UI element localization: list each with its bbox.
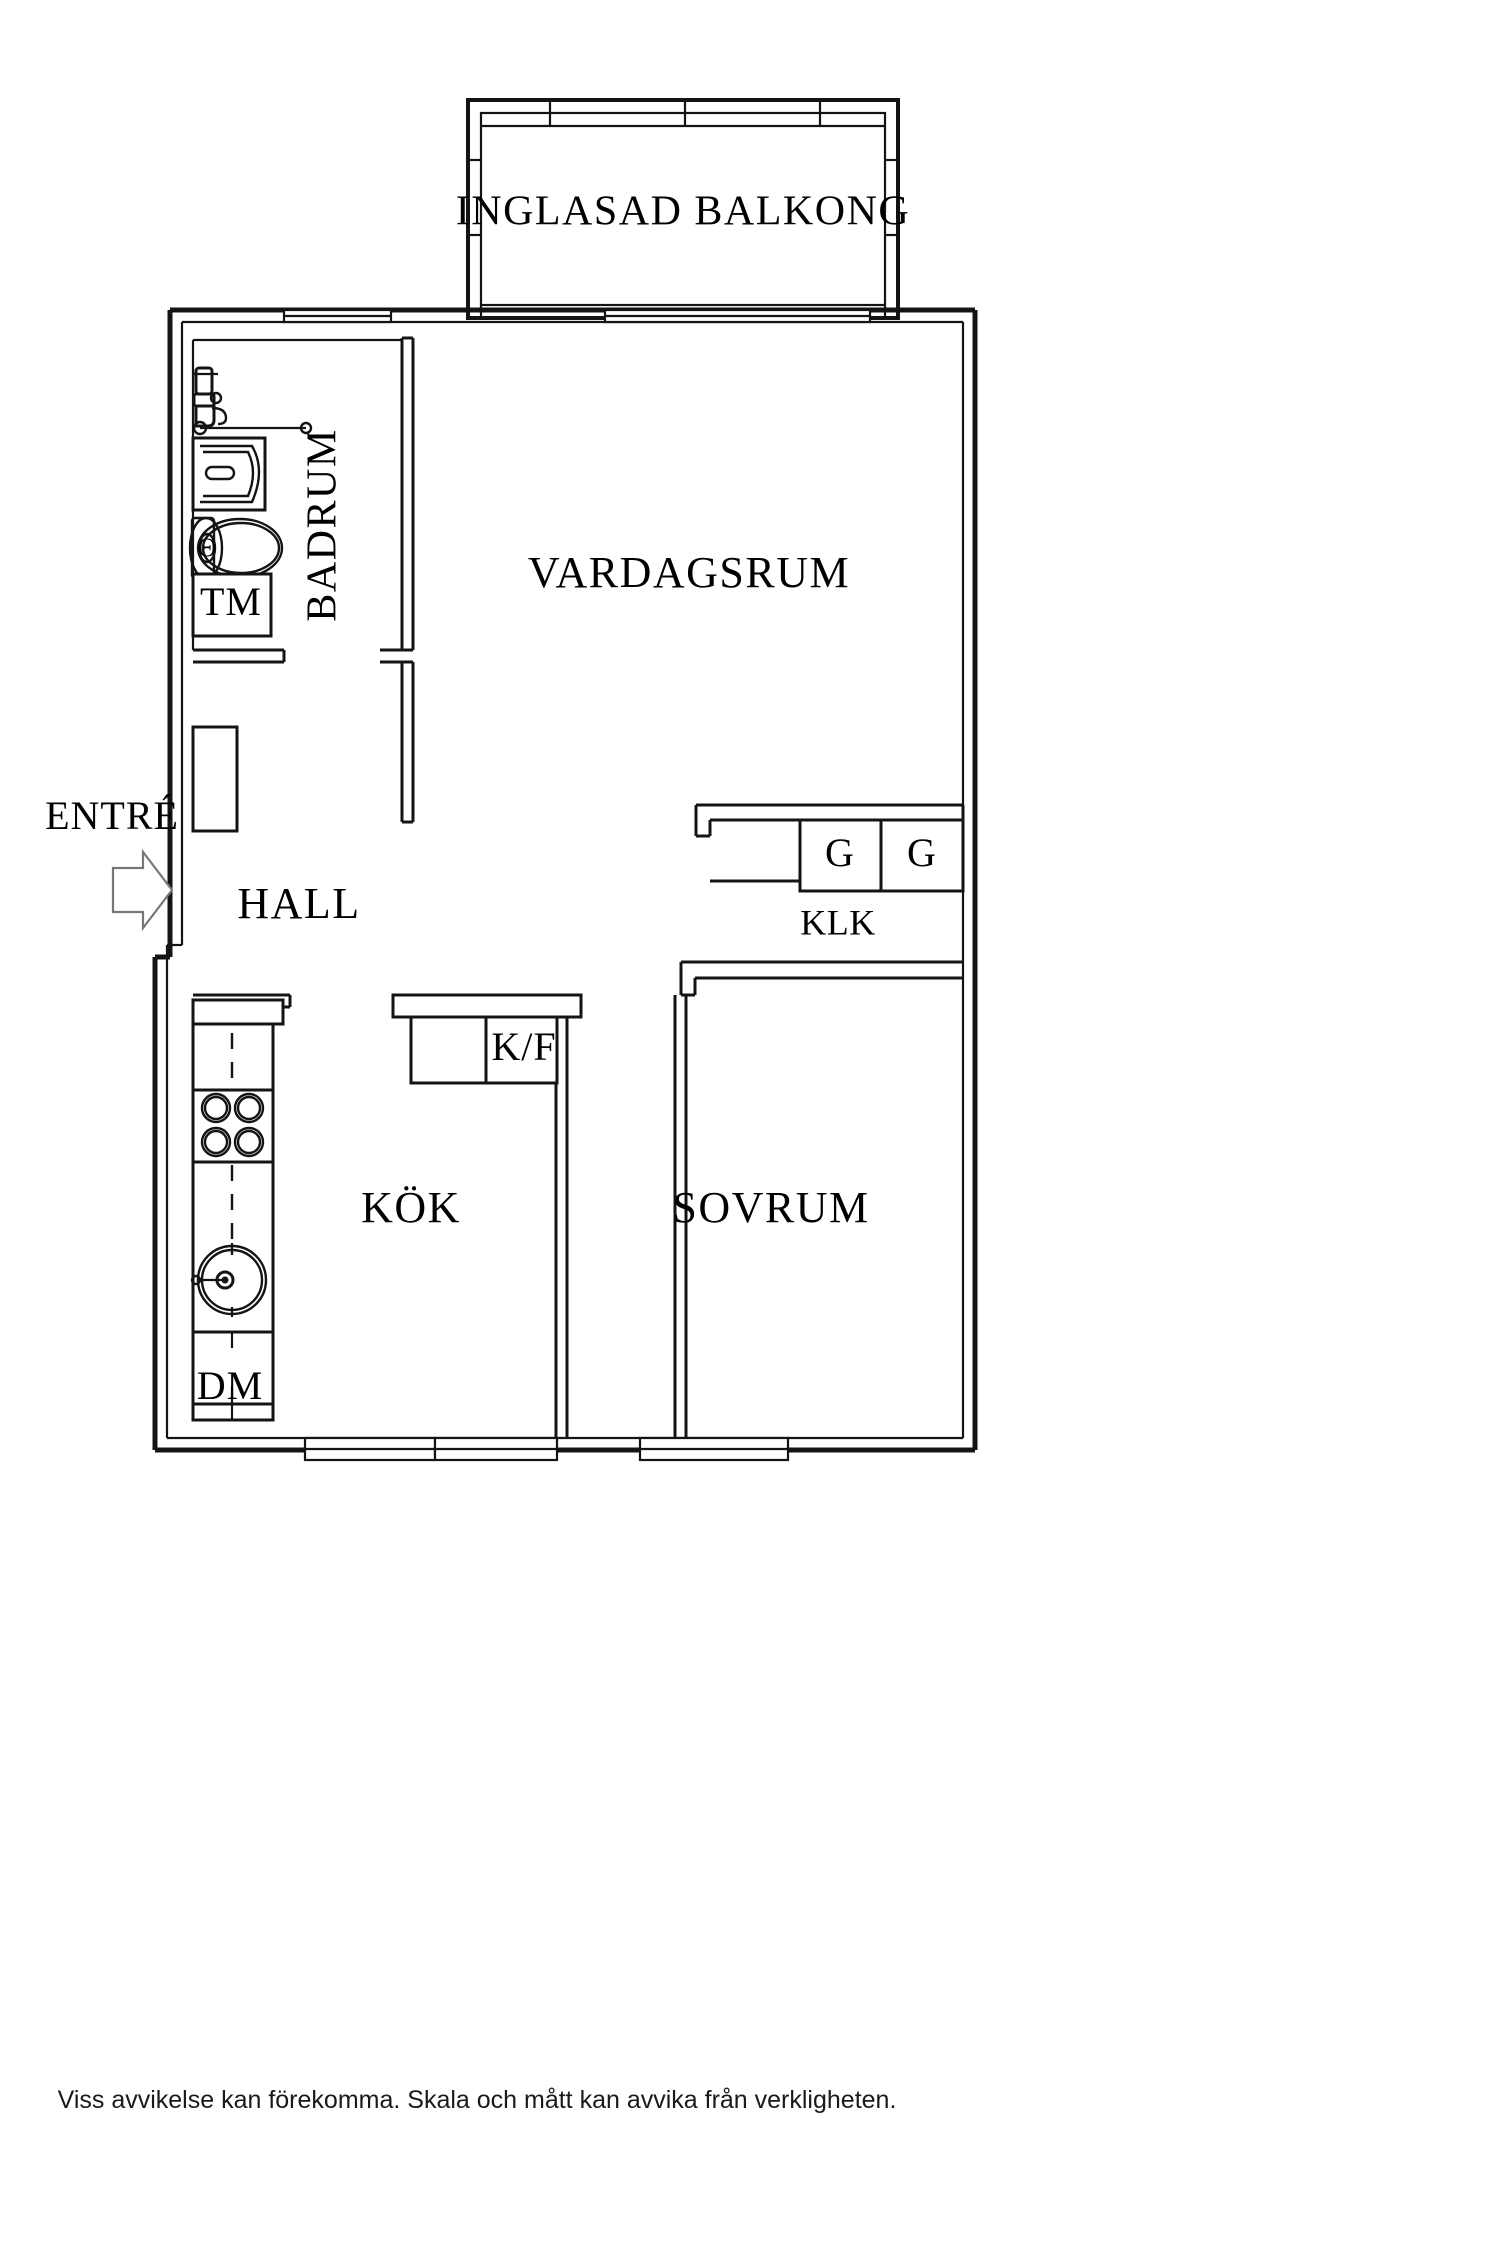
disclaimer-caption: Viss avvikelse kan förekomma. Skala och …: [58, 2086, 897, 2114]
annotation-label-dm: DM: [197, 1363, 263, 1408]
kitchen-bedroom-partitions: [193, 993, 688, 1438]
room-label-kitchen: KÖK: [361, 1183, 461, 1232]
annotation-label-entre: ENTRÉ: [45, 793, 179, 838]
room-label-bedroom: SOVRUM: [672, 1183, 869, 1232]
room-label-livingroom: VARDAGSRUM: [528, 548, 850, 597]
kitchen-counter-run: [190, 998, 285, 1422]
room-label-balcony: INGLASAD BALKONG: [456, 189, 910, 235]
window-top-livingroom: [603, 308, 872, 324]
washing-machine-box: [191, 572, 273, 638]
hall-closet: [191, 725, 239, 833]
washbasin-icon: [191, 436, 267, 512]
shower-rail-icon: [192, 420, 313, 436]
window-bottom-kitchen: [303, 1436, 559, 1462]
annotation-label-tm: TM: [200, 579, 262, 624]
annotation-label-wardrobe-right: G: [907, 830, 937, 875]
toilet-glyph: Θ: [198, 533, 217, 562]
window-top-bathroom: [282, 308, 393, 324]
room-label-bathroom: BADRUM: [300, 428, 346, 621]
room-label-klk: KLK: [800, 902, 876, 942]
annotation-label-kf: K/F: [491, 1024, 556, 1069]
fridge-freezer-box: [409, 1015, 559, 1085]
window-bottom-bedroom: [638, 1436, 790, 1462]
room-label-hall: HALL: [237, 879, 360, 928]
shower-mixer-icon: [192, 366, 228, 428]
wardrobe-box-right: [879, 818, 965, 893]
annotation-label-wardrobe-left: G: [825, 830, 855, 875]
entry-arrow-icon: [111, 848, 174, 932]
wardrobe-box-left: [798, 818, 883, 893]
